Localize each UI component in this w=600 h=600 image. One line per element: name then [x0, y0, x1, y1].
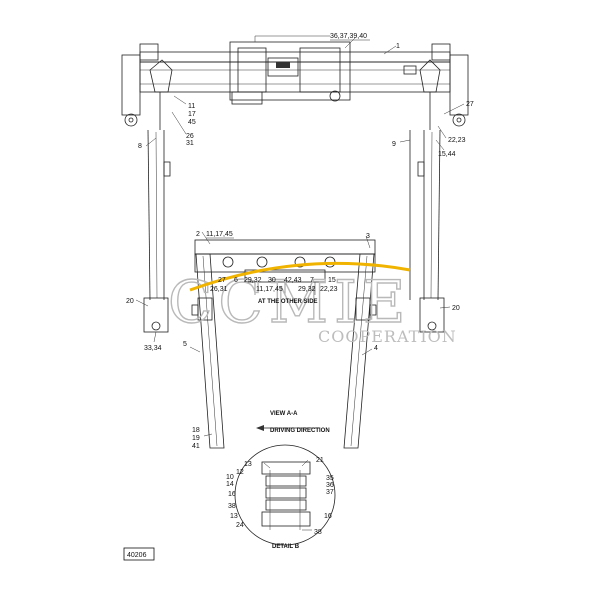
callout-15-44: 15,44: [438, 151, 456, 158]
callout-16-a: 16: [228, 491, 236, 498]
callout-26: 26: [186, 133, 194, 140]
callout-29-32-b: 29,32: [298, 286, 316, 293]
callout-8: 8: [138, 143, 142, 150]
callout-36-37-39-40: 36,37,39,40: [330, 33, 367, 40]
callout-27-view: 27: [218, 277, 226, 284]
callout-29-32-a: 29,32: [244, 277, 262, 284]
watermark: CCMIE COOPERATION: [167, 261, 457, 346]
view-a-frame: [194, 239, 376, 295]
callout-22-23: 22,23: [448, 137, 466, 144]
left-outer-leg: [143, 129, 171, 333]
detail-callouts: 13 21 12 10 14 35 36 37 16 38 13 24 16 3…: [226, 457, 334, 550]
callout-11-17-45: 11,17,45: [206, 231, 233, 238]
callout-20-right: 20: [452, 305, 460, 312]
callout-20-left: 20: [126, 298, 134, 305]
callout-21: 21: [316, 457, 324, 464]
callout-16-b: 16: [324, 513, 332, 520]
right-inner-leg: [343, 253, 377, 449]
callout-11: 11: [188, 103, 195, 110]
callout-9: 9: [392, 141, 396, 148]
callout-37: 37: [326, 489, 334, 496]
top-callouts: 36,37,39,40 1 11 17 45 26 31 8 27 22,23 …: [126, 33, 474, 352]
detail-b-label: DETAIL B: [272, 544, 300, 550]
callout-38-b: 38: [314, 529, 322, 536]
callout-31: 31: [186, 140, 194, 147]
drawing-id-box: 40206: [123, 547, 155, 561]
callout-17: 17: [188, 111, 196, 118]
callout-30: 30: [268, 277, 276, 284]
watermark-sub: COOPERATION: [318, 327, 457, 346]
right-outer-leg: [409, 129, 445, 333]
callout-14: 14: [226, 481, 234, 488]
callout-11-17-45-b: 11,17,45: [256, 286, 283, 293]
callout-24: 24: [236, 522, 244, 529]
leader-lines: [135, 37, 465, 531]
callout-6: 6: [234, 277, 238, 284]
callout-1: 1: [396, 43, 400, 50]
callout-38-a: 38: [228, 503, 236, 510]
callout-5: 5: [183, 341, 187, 348]
callout-45: 45: [188, 119, 196, 126]
driving-direction-label: DRIVING DIRECTION: [270, 428, 330, 434]
drawing-id: 40206: [127, 552, 147, 559]
top-frame: [121, 35, 469, 130]
callout-26-31: 26,31: [210, 286, 228, 293]
callout-19: 19: [192, 435, 200, 442]
driving-direction-arrow: [256, 425, 320, 431]
callout-13-a: 13: [244, 461, 252, 468]
watermark-swoosh: [189, 261, 411, 292]
callout-35: 35: [326, 475, 334, 482]
callout-22-23-view: 22,23: [320, 286, 338, 293]
callout-3: 3: [366, 233, 370, 240]
left-inner-leg: [191, 253, 225, 449]
callout-13-b: 13: [230, 513, 238, 520]
callout-10: 10: [226, 474, 234, 481]
view-callouts: 2 11,17,45 3 27 26,31 6 29,32 30 42,43 7…: [183, 231, 378, 450]
center-note: AT THE OTHER SIDE: [258, 299, 318, 305]
callout-27: 27: [466, 101, 474, 108]
view-a-label: VIEW A-A: [270, 411, 298, 417]
callout-15-view: 15: [328, 277, 336, 284]
callout-7: 7: [310, 277, 314, 284]
callout-33-34: 33,34: [144, 345, 162, 352]
watermark-main: CCMIE: [168, 268, 411, 336]
callout-12: 12: [236, 469, 244, 476]
callout-41: 41: [192, 443, 200, 450]
callout-42-43: 42,43: [284, 277, 302, 284]
detail-b-circle: [234, 444, 336, 546]
callout-36: 36: [326, 482, 334, 489]
callout-18: 18: [192, 427, 200, 434]
callout-4: 4: [374, 345, 378, 352]
callout-2: 2: [196, 231, 200, 238]
